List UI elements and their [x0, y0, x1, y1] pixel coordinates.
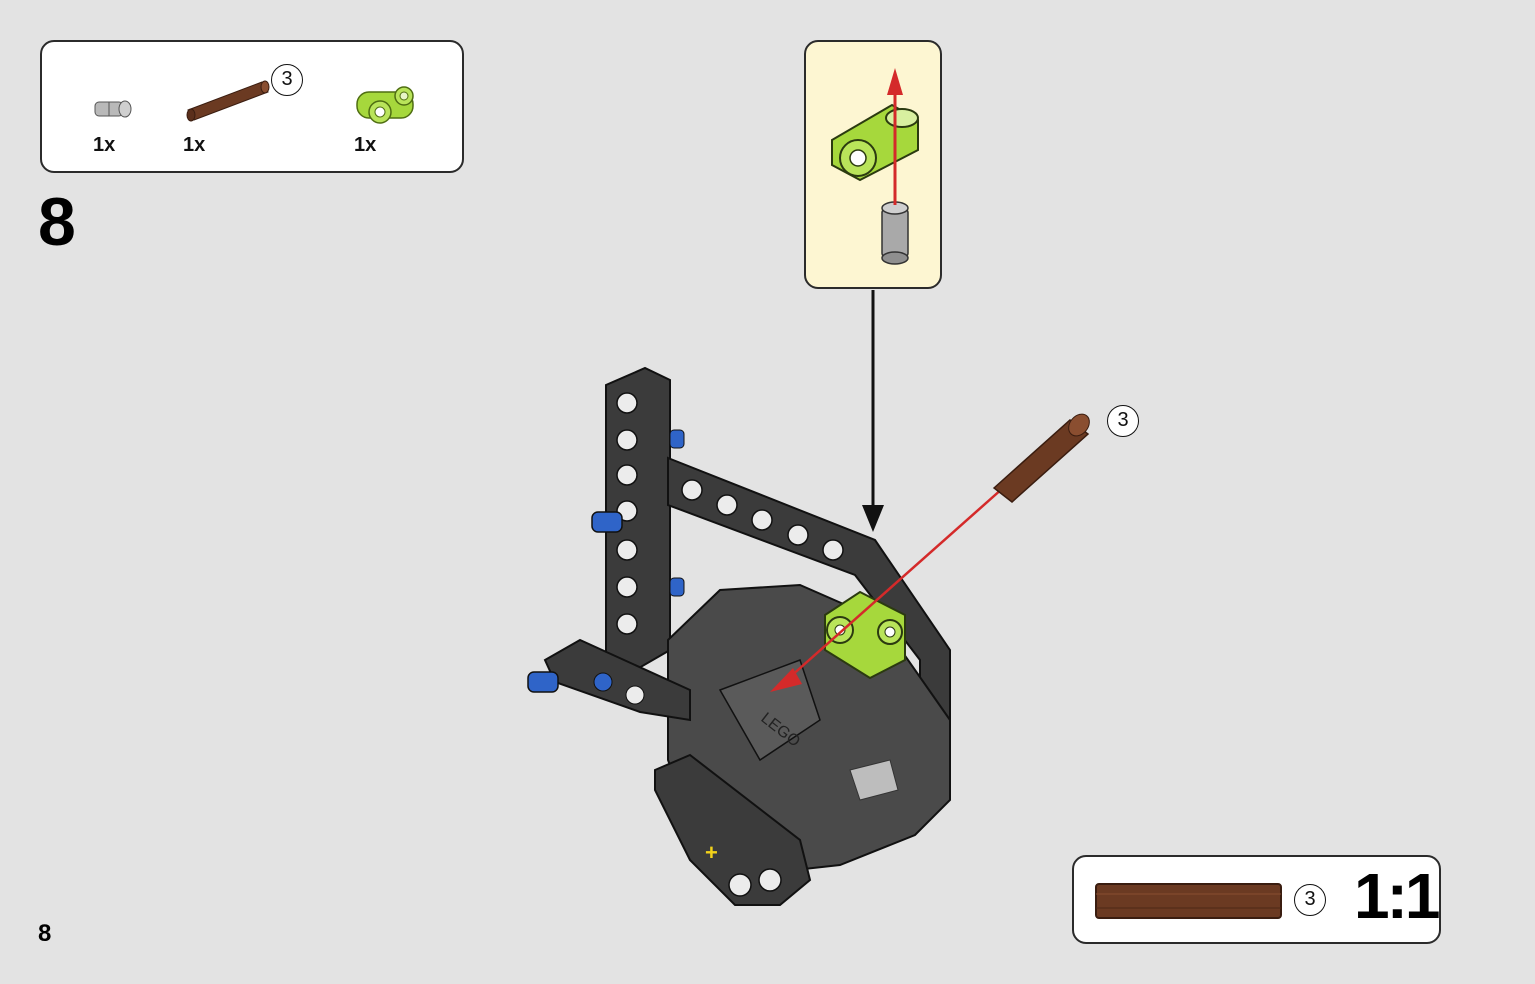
lower-beam [543, 638, 691, 722]
vertical-beam [605, 366, 671, 674]
callout-pin-icon [881, 201, 909, 265]
brown-axle-icon [186, 80, 270, 122]
part-qty-connector: 1x [354, 134, 377, 156]
axle-insertion-arrow [770, 487, 1004, 692]
svg-text:+: + [705, 840, 718, 865]
page-number: 8 [38, 920, 52, 947]
scale-axle-length-badge: 3 [1294, 884, 1326, 916]
floating-brown-axle [992, 413, 1090, 503]
step-number: 8 [38, 184, 76, 260]
lime-connector-icon [356, 86, 414, 124]
model-lime-connector [824, 590, 906, 680]
axle-length-badge: 3 [271, 64, 303, 96]
scale-label: 1:1 [1354, 860, 1440, 932]
blue-pins [527, 429, 685, 693]
part-qty-pin: 1x [93, 134, 116, 156]
placement-arrow [862, 290, 884, 532]
scale-axle-icon [1095, 883, 1282, 919]
bottom-bracket: + [654, 753, 812, 906]
grey-pin-icon [94, 100, 132, 118]
callout-red-arrow [887, 68, 903, 205]
part-qty-axle: 1x [183, 134, 206, 156]
axle-length-badge-main: 3 [1107, 405, 1139, 437]
